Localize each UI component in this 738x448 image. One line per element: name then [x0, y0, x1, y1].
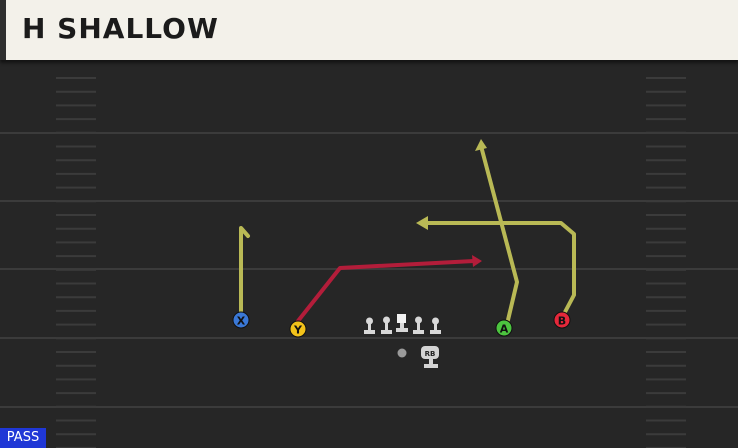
player-label-b: B [558, 315, 566, 328]
route-b-arrow [416, 216, 428, 230]
lineman-icon [430, 317, 441, 334]
quarterback-icon [397, 348, 407, 358]
player-label-y: Y [293, 324, 303, 337]
yard-lines [0, 132, 738, 408]
offensive-line [364, 314, 441, 334]
receiver-x[interactable]: X [232, 311, 250, 329]
route-x [239, 226, 250, 314]
lineman-icon [364, 317, 375, 334]
route-b [422, 221, 576, 314]
play-title: H SHALLOW [22, 12, 219, 45]
route-y [296, 259, 476, 323]
player-label-a: A [500, 323, 509, 336]
route-y-arrow [472, 255, 482, 267]
lineman-icon [413, 316, 424, 334]
receiver-y[interactable]: Y [289, 320, 307, 338]
center-icon [396, 314, 408, 332]
running-back-icon: RB [421, 346, 439, 368]
player-label-rb: RB [425, 350, 436, 358]
play-field: RB X Y A B [0, 77, 738, 448]
route-a [479, 144, 519, 322]
receiver-a[interactable]: A [495, 319, 513, 337]
route-a-arrow [475, 139, 487, 151]
lineman-icon [381, 316, 392, 334]
player-label-x: X [237, 315, 246, 328]
routes [239, 139, 576, 323]
play-type-badge: PASS [0, 428, 46, 448]
receiver-b[interactable]: B [553, 311, 571, 329]
play-header: H SHALLOW [0, 0, 738, 60]
